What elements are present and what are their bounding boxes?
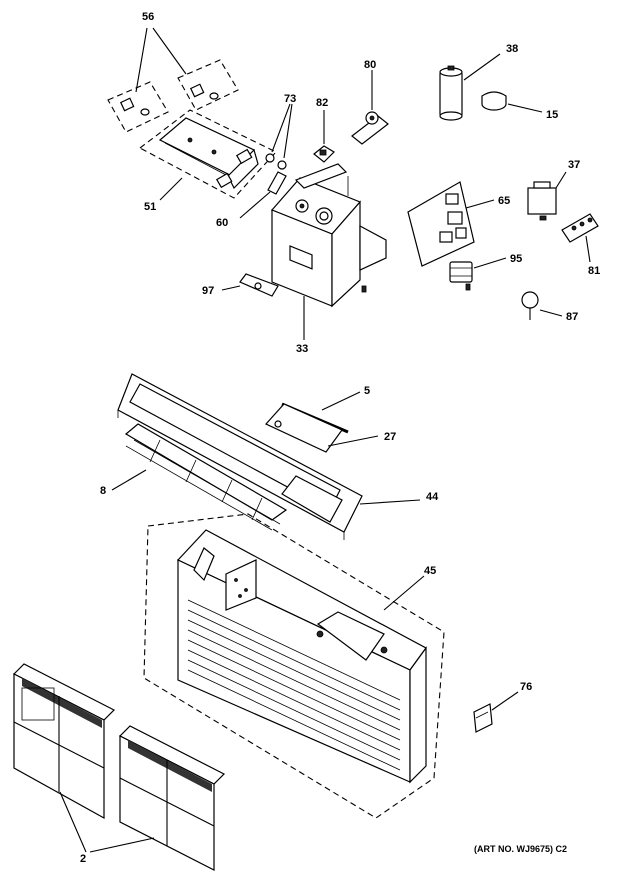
label-44: 44 bbox=[426, 491, 439, 503]
part-73-knobs bbox=[265, 103, 293, 170]
label-37: 37 bbox=[568, 159, 580, 171]
label-5: 5 bbox=[364, 385, 370, 397]
label-38: 38 bbox=[506, 43, 518, 55]
part-81-terminal-block bbox=[561, 213, 599, 263]
callout-labels: 56 51 73 82 80 60 97 33 38 15 37 65 95 8… bbox=[80, 11, 600, 865]
label-27: 27 bbox=[384, 431, 396, 443]
label-45: 45 bbox=[424, 565, 436, 577]
part-33-control-box bbox=[270, 163, 387, 340]
label-81: 81 bbox=[588, 265, 600, 277]
label-97: 97 bbox=[202, 285, 214, 297]
label-73: 73 bbox=[284, 93, 296, 105]
part-2-filter-left bbox=[12, 663, 116, 820]
part-15-bracket bbox=[481, 91, 543, 113]
label-76: 76 bbox=[520, 681, 532, 693]
part-65-control-board bbox=[407, 181, 495, 267]
part-27-door bbox=[265, 403, 379, 453]
label-15: 15 bbox=[546, 109, 558, 121]
label-33: 33 bbox=[296, 343, 308, 355]
label-65: 65 bbox=[498, 195, 510, 207]
part-51-control-panel bbox=[138, 109, 277, 201]
part-60-shaft bbox=[239, 171, 287, 219]
label-56: 56 bbox=[142, 11, 154, 23]
part-2-leader-lines bbox=[59, 791, 155, 853]
part-44-upper-frame bbox=[117, 373, 421, 540]
part-82-switch bbox=[313, 110, 335, 163]
label-2: 2 bbox=[80, 853, 86, 865]
part-76-bracket bbox=[473, 691, 519, 733]
part-38-capacitor bbox=[439, 53, 501, 121]
art-number: (ART NO. WJ9675) C2 bbox=[474, 844, 567, 854]
label-60: 60 bbox=[216, 217, 228, 229]
part-37-relay bbox=[527, 171, 567, 221]
label-82: 82 bbox=[316, 97, 328, 109]
label-51: 51 bbox=[144, 201, 156, 213]
part-45-front-cabinet bbox=[143, 513, 445, 819]
label-80: 80 bbox=[364, 59, 376, 71]
label-8: 8 bbox=[100, 485, 106, 497]
label-95: 95 bbox=[510, 253, 522, 265]
label-87: 87 bbox=[566, 311, 578, 323]
part-80-thermostat bbox=[351, 70, 389, 145]
part-56-screw-packs bbox=[107, 27, 239, 133]
part-8-grille bbox=[111, 423, 288, 531]
part-87-thermistor bbox=[521, 291, 563, 320]
part-95-transformer bbox=[449, 257, 507, 291]
part-2-filter-right bbox=[118, 725, 226, 871]
part-97-bracket bbox=[221, 273, 279, 297]
